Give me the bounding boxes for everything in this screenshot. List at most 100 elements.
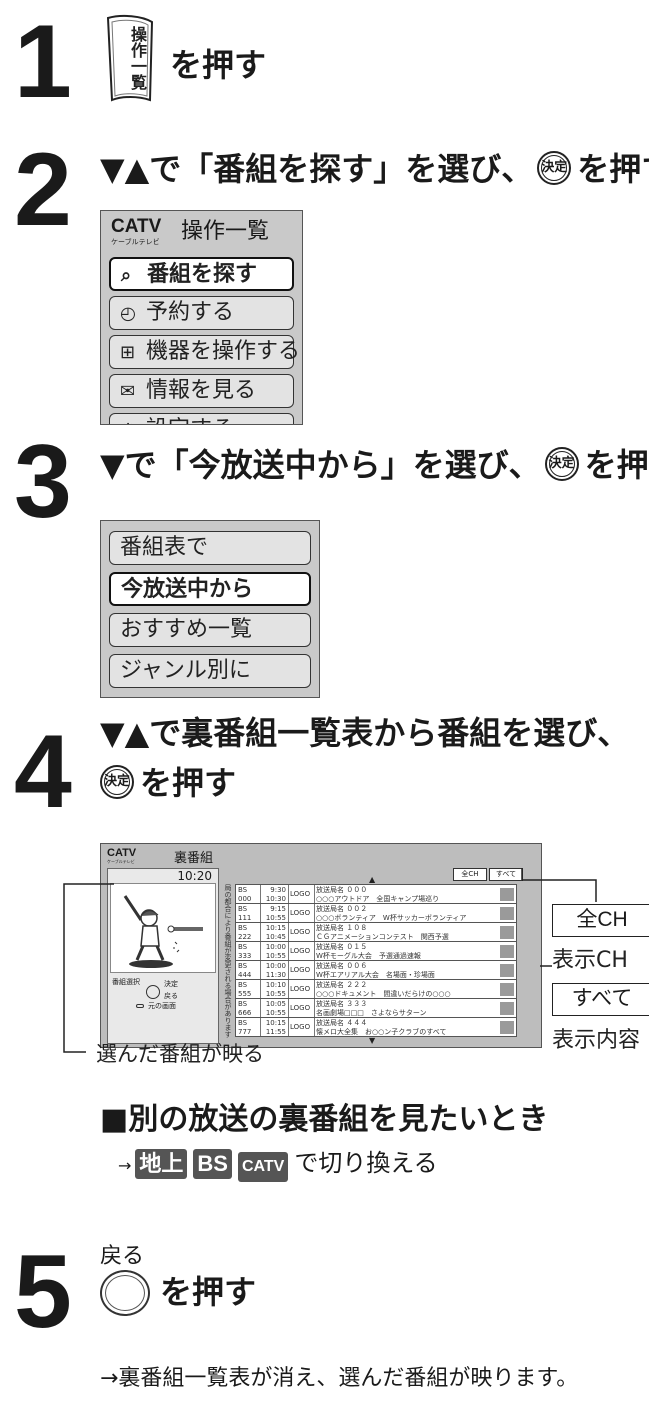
clock-icon: ◴ (120, 303, 136, 324)
station-logo: LOGO (290, 909, 311, 917)
callout-lines (63, 868, 597, 1053)
thumbnail-icon (500, 907, 514, 920)
station-logo: LOGO (290, 966, 311, 974)
step-5-note: →裏番組一覧表が消え、選んだ番組が映ります。 (100, 1366, 579, 1391)
menu-item-reserve[interactable]: ◴予約する (109, 296, 294, 330)
back-program-list-screen: CATV ケーブルテレビ 裏番組 10:20 番組選択 決定 戻る 元の画面 (100, 843, 542, 1048)
bs-button[interactable]: BS (193, 1149, 232, 1179)
thumbnail-icon (500, 1021, 514, 1034)
station-logo: LOGO (290, 890, 311, 898)
menu-item-info[interactable]: ✉情報を見る (109, 374, 294, 408)
thumbnail-icon (500, 1002, 514, 1015)
step-4-title-line2: 決定を押す (100, 764, 236, 802)
kettei-button-icon: 決定 (100, 765, 134, 799)
back-button-icon (136, 1004, 144, 1008)
thumbnail-icon (500, 888, 514, 901)
step-3-number: 3 (14, 424, 72, 540)
station-logo: LOGO (290, 1004, 311, 1012)
scroll-down-icon[interactable]: ▼ (369, 1036, 376, 1045)
thumbnail-icon (500, 926, 514, 939)
baseball-player-illustration (123, 895, 203, 968)
back-button-label: 戻る (100, 1244, 145, 1269)
allch-callout-desc: 表示CH (552, 948, 628, 973)
scroll-up-icon[interactable]: ▲ (369, 875, 376, 884)
catv-logo-sub: ケーブルテレビ (107, 859, 135, 864)
menu-item-settings[interactable]: ⚙設定する (109, 413, 294, 424)
program-cell: 放送局名 ００２○○○ボランティア W杯サッカーボランティア (316, 905, 467, 922)
back-button-icon (100, 1270, 150, 1316)
step-4-title-line1: ▼▲で裏番組一覧表から番組を選び、 (100, 714, 630, 752)
kettei-button-icon: 決定 (544, 447, 579, 481)
step-1-title: を押す (170, 46, 267, 84)
station-logo: LOGO (290, 985, 311, 993)
menu-item-genre[interactable]: ジャンル別に (109, 654, 311, 688)
menu-item-search-program[interactable]: ⌕番組を探す (109, 257, 294, 291)
station-logo: LOGO (290, 928, 311, 936)
step-5-number: 5 (14, 1234, 72, 1350)
allch-callout-box: 全CH (552, 904, 649, 937)
menu-item-recommended[interactable]: おすすめ一覧 (109, 613, 311, 647)
gear-icon: ⚙ (120, 415, 146, 424)
catv-logo: CATV (111, 216, 162, 237)
allch-toggle-button[interactable]: 全CH (453, 868, 487, 881)
catv-logo: CATV (107, 847, 137, 859)
menu-item-epg[interactable]: 番組表で (109, 531, 311, 565)
menu-title: 操作一覧 (181, 219, 270, 244)
subheading-other-broadcast: ■別の放送の裏番組を見たいとき (100, 1102, 549, 1137)
search-menu-screen: 番組表で 今放送中から おすすめ一覧 ジャンル別に (100, 520, 320, 698)
thumbnail-icon (500, 945, 514, 958)
catv-logo-sub: ケーブルテレビ (111, 238, 160, 246)
preview-panel: 10:20 番組選択 決定 戻る 元の画面 (107, 868, 219, 1044)
change-notice: 局の都合により番組が変更される場合があります (224, 884, 232, 1038)
program-cell: 放送局名 ０００○○○アウトドア 全国キャンプ場巡り (316, 886, 440, 903)
clock-time: 10:20 (177, 869, 212, 883)
menu-item-now-broadcasting[interactable]: 今放送中から (109, 572, 311, 606)
step-1-number: 1 (14, 4, 72, 120)
chijo-button[interactable]: 地上 (135, 1149, 188, 1179)
step-4-number: 4 (14, 714, 72, 830)
operation-menu-screen: CATV ケーブルテレビ 操作一覧 ⌕番組を探す ◴予約する ⊞機器を操作する … (100, 210, 303, 425)
menu-item-device[interactable]: ⊞機器を操作する (109, 335, 300, 369)
selected-program-caption: 選んだ番組が映る (96, 1042, 264, 1066)
preview-video (110, 883, 216, 973)
station-logo: LOGO (290, 947, 311, 955)
program-cell: 放送局名 ２２２○○○ドキュメント 間違いだらけの○○○ (316, 981, 451, 998)
mail-icon: ✉ (120, 381, 136, 402)
screen-title: 裏番組 (174, 851, 214, 866)
station-logo: LOGO (290, 1023, 311, 1031)
step-2-number: 2 (14, 132, 72, 248)
step-5-title: を押す (160, 1273, 257, 1311)
catv-button[interactable]: CATV (237, 1152, 289, 1182)
all-callout-box: すべて (552, 983, 649, 1016)
kettei-button-icon: 決定 (537, 151, 572, 185)
device-icon: ⊞ (120, 342, 136, 363)
all-callout-desc: 表示内容 (552, 1028, 641, 1053)
